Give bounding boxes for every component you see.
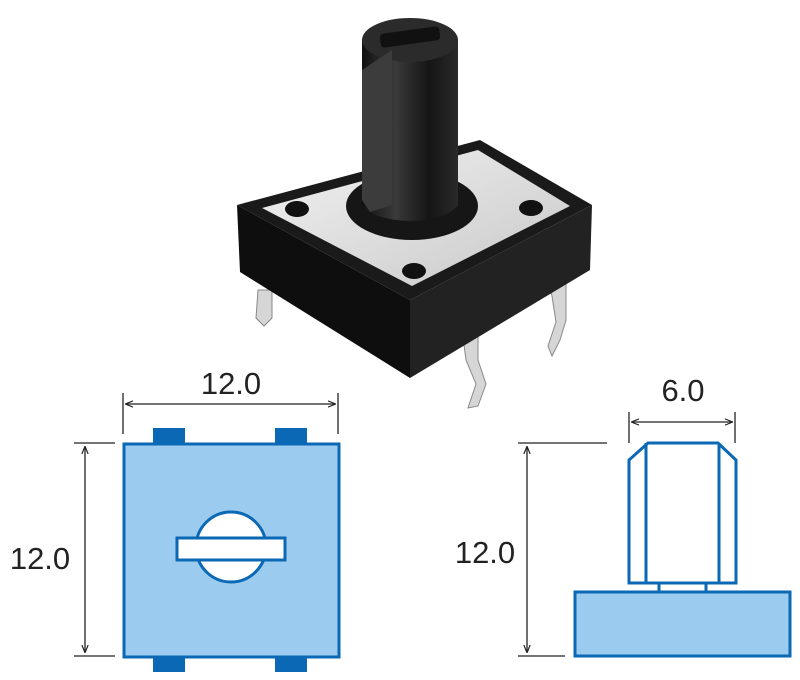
top-view-drawing: 12.0 12.0 — [10, 366, 341, 672]
terminal-tab — [275, 656, 307, 672]
top-height-label: 12.0 — [10, 541, 70, 576]
switch-body-right-side — [410, 205, 592, 378]
dimension-lines — [518, 412, 736, 657]
terminal-tab — [153, 656, 185, 672]
mount-hole — [519, 200, 543, 216]
terminal-tab — [153, 428, 185, 444]
actuator-bar — [175, 536, 287, 562]
switch-body-left-side — [237, 205, 410, 378]
stem-width-label: 6.0 — [661, 373, 704, 408]
dimension-lines — [74, 393, 339, 657]
switch-3d-render — [237, 18, 592, 409]
switch-pins — [255, 279, 567, 409]
top-width-label: 12.0 — [201, 366, 261, 401]
mount-hole — [285, 201, 309, 217]
mount-hole — [402, 263, 426, 279]
side-height-label: 12.0 — [455, 535, 515, 570]
switch-base-side — [573, 590, 792, 658]
terminal-tab — [275, 428, 307, 444]
actuator-slot — [379, 26, 441, 48]
side-view-drawing: 6.0 12.0 — [455, 373, 792, 658]
actuator-flat — [362, 50, 392, 212]
